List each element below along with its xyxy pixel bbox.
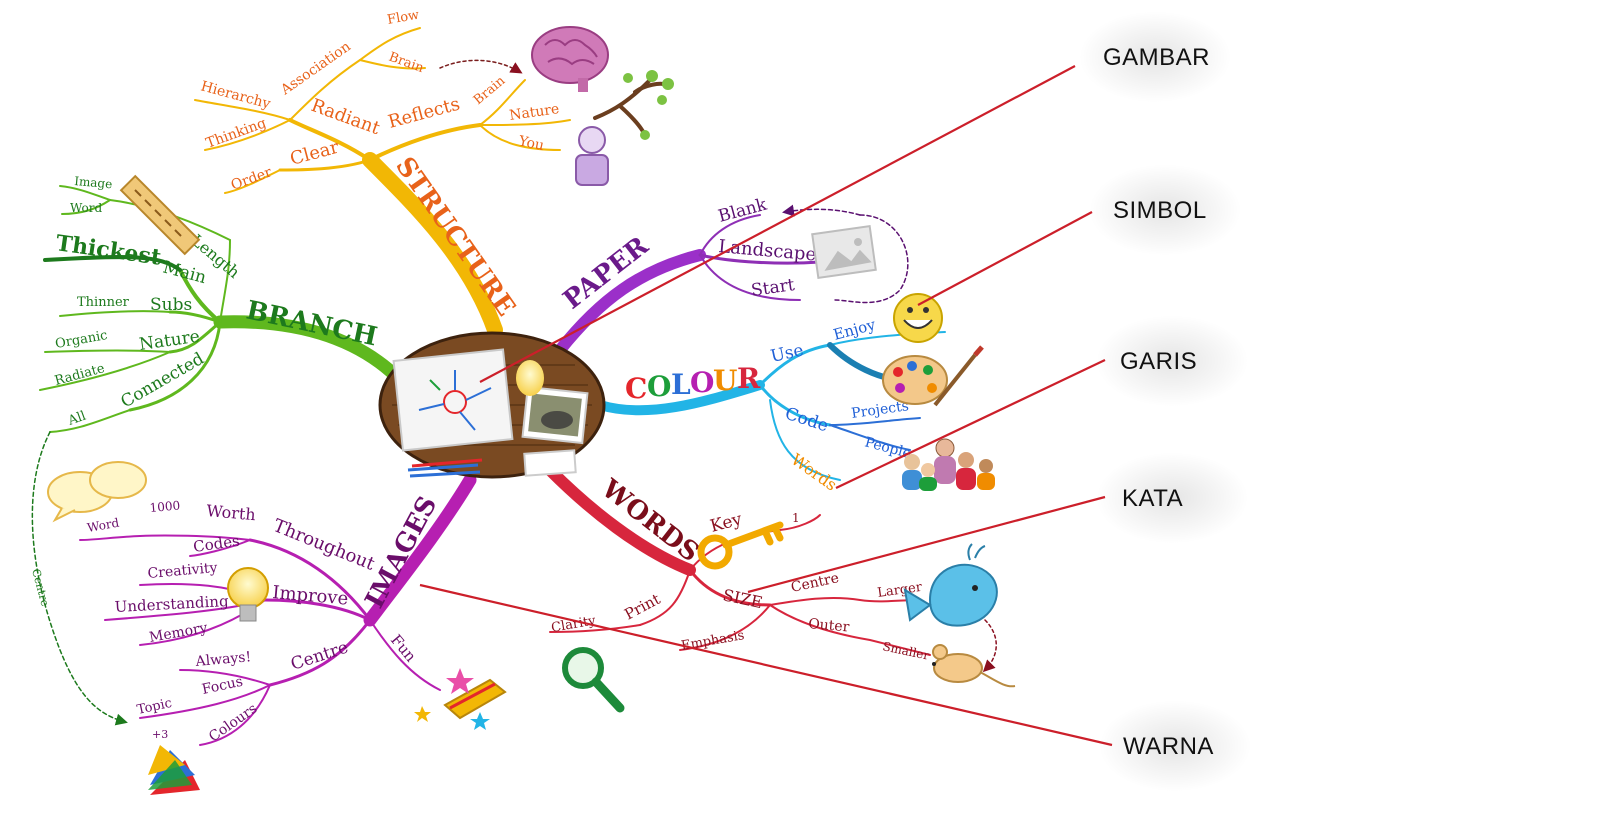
branch-main-label: BRANCH xyxy=(244,296,380,353)
words-word: Smaller xyxy=(881,639,930,663)
ruler-icon xyxy=(119,174,201,256)
person-icon xyxy=(575,126,609,186)
images-word: Colours xyxy=(206,701,260,746)
annotation-line-kata xyxy=(747,495,1106,594)
images-word: Memory xyxy=(148,620,209,646)
images-branch xyxy=(79,473,477,746)
annotation-label-kata: KATA xyxy=(1122,485,1184,512)
branch-word: All xyxy=(65,409,88,429)
palette-icon xyxy=(882,345,984,407)
colour-main-letter: C xyxy=(625,372,647,405)
images-word: 1000 xyxy=(149,498,181,515)
lightbulb-icon xyxy=(227,567,269,622)
words-word: Key xyxy=(708,509,744,537)
mouse-icon xyxy=(932,644,1016,688)
colour-word: Words xyxy=(788,450,841,495)
images-labels: IMAGES Word 1000 Worth Throughout Codes … xyxy=(86,492,443,746)
colour-main-letter: R xyxy=(737,362,761,395)
structure-word: Clear xyxy=(288,137,342,170)
annotation-label-simbol: SIMBOL xyxy=(1113,197,1207,224)
images-word: Always! xyxy=(194,649,252,670)
annotation-label-garis: GARIS xyxy=(1120,348,1198,375)
structure-word: Flow xyxy=(386,8,420,28)
colour-word: Projects xyxy=(850,398,909,422)
images-word: Worth xyxy=(206,501,257,524)
magnifier-icon xyxy=(562,647,625,713)
images-word: Word xyxy=(86,516,120,535)
paper-word: Start xyxy=(750,275,796,301)
tree-icon xyxy=(593,70,674,140)
images-word: Throughout xyxy=(270,515,378,575)
images-word: Understanding xyxy=(114,592,229,616)
images-word: Centre xyxy=(288,637,350,674)
branch-word: Nature xyxy=(138,327,201,355)
brain-icon xyxy=(531,26,609,92)
words-labels: WORDS Key 1 SIZE Centre Larger Outer Sma… xyxy=(550,473,931,663)
annotation-shadow xyxy=(1100,701,1250,791)
paper-word: Blank xyxy=(716,195,769,227)
branch-word: Thinner xyxy=(77,295,130,310)
annotation-line-garis xyxy=(835,359,1106,489)
colour-main-letter: U xyxy=(713,364,737,397)
key-icon xyxy=(697,521,784,570)
words-word: Outer xyxy=(808,616,851,636)
branch-word: Subs xyxy=(150,295,192,315)
annotation-label-warna: WARNA xyxy=(1123,733,1214,760)
central-image xyxy=(378,331,606,479)
structure-word: Order xyxy=(229,164,274,194)
branch-word: Connected xyxy=(118,349,208,413)
structure-word: Association xyxy=(277,39,353,99)
colour-main-letter: O xyxy=(647,370,671,403)
branch-word: Centre xyxy=(29,567,51,607)
structure-word: You xyxy=(516,133,545,154)
structure-word: Reflects xyxy=(386,94,462,133)
annotation-lines xyxy=(419,65,1113,747)
images-word: Creativity xyxy=(147,560,218,582)
annotation-shadow xyxy=(1090,165,1240,255)
branch-branch xyxy=(31,185,407,726)
colour-word: Use xyxy=(769,340,806,366)
structure-branch xyxy=(194,27,571,338)
branch-word: Thickest xyxy=(54,230,163,271)
colour-main-letter: L xyxy=(671,368,691,401)
whale-icon xyxy=(903,543,998,627)
colour-word: Code xyxy=(782,404,830,437)
images-word: +3 xyxy=(152,728,168,741)
images-word: Fun xyxy=(387,631,420,666)
smiley-icon xyxy=(893,293,943,343)
words-word: 1 xyxy=(792,511,800,525)
annotation-line-warna xyxy=(419,583,1113,747)
structure-word: Brain xyxy=(387,50,427,77)
images-word: Topic xyxy=(136,696,174,718)
branch-word: Word xyxy=(70,201,102,215)
branch-word: Organic xyxy=(54,328,109,352)
rocket-icon xyxy=(414,668,507,730)
annotation-line-simbol xyxy=(917,211,1093,306)
structure-main-label: STRUCTURE xyxy=(389,152,521,322)
branch-word: Radiate xyxy=(53,361,106,389)
annotation-label-gambar: GAMBAR xyxy=(1103,44,1211,71)
colour-swatch-icon xyxy=(148,745,200,795)
speech-bubbles-icon xyxy=(47,461,147,523)
people-group-icon xyxy=(902,438,995,491)
branch-word: Main xyxy=(161,258,209,289)
annotation-shadow xyxy=(1080,12,1230,102)
annotation-shadow xyxy=(1097,453,1247,543)
words-word: Emphasis xyxy=(680,628,745,654)
colour-main-letter: O xyxy=(690,366,714,399)
structure-word: Thinking xyxy=(204,115,269,152)
annotation-shadow xyxy=(1097,316,1247,406)
images-word: Focus xyxy=(201,674,245,698)
annotation-line-gambar xyxy=(479,65,1076,383)
branch-word: Image xyxy=(74,174,113,191)
landscape-image-icon xyxy=(811,225,877,279)
structure-word: Nature xyxy=(508,101,560,124)
